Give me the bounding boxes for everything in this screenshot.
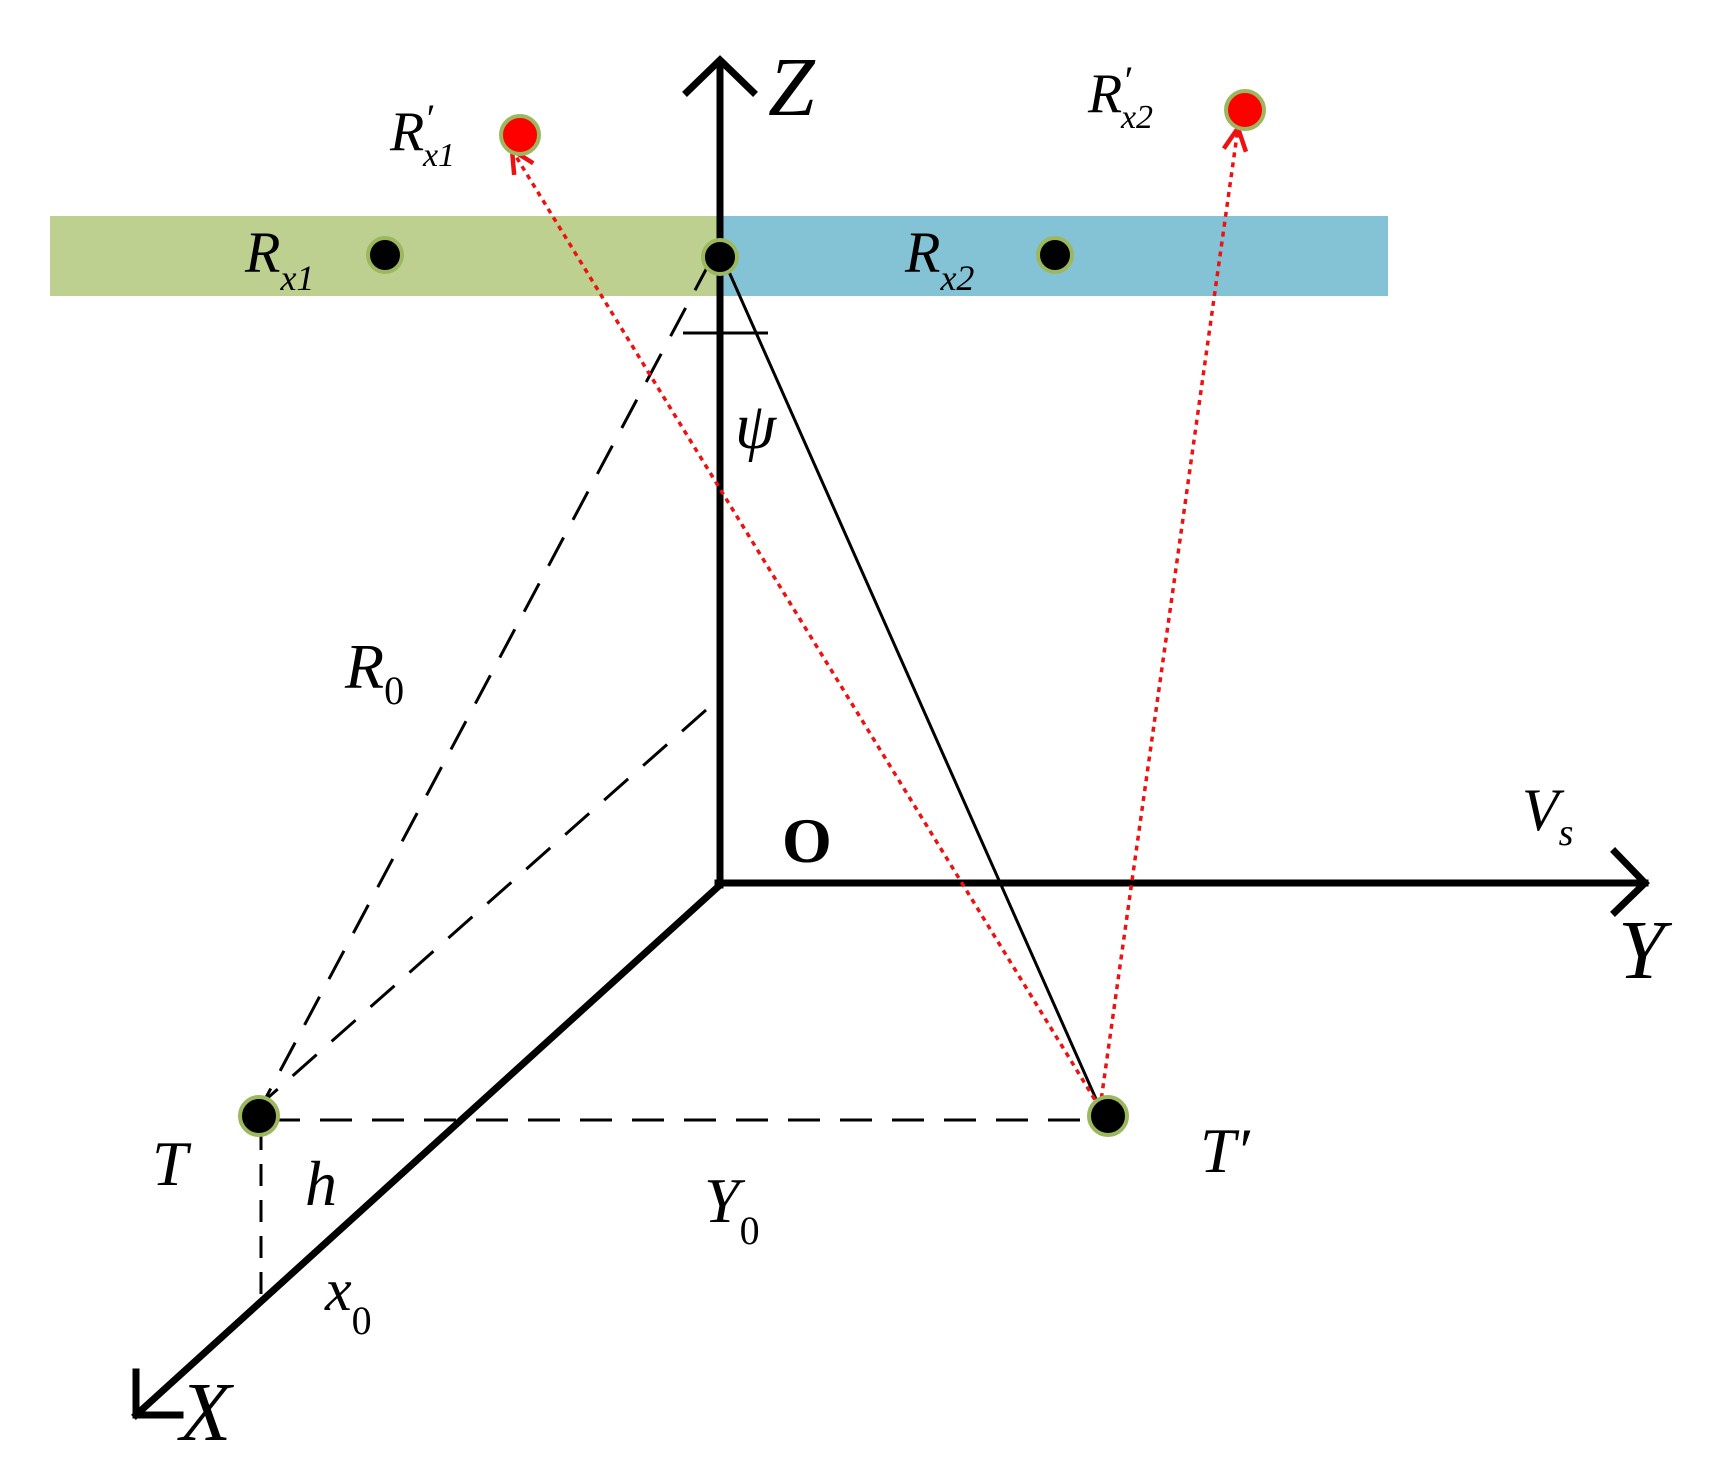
axes xyxy=(131,55,1650,1420)
point-rx1 xyxy=(366,236,404,274)
z-axis-arrowhead xyxy=(682,55,758,97)
point-rx2p xyxy=(1224,89,1266,131)
label-velocity: Vs xyxy=(1522,777,1573,854)
label-rx1p: R′x1 xyxy=(389,96,455,174)
label-rx1: Rx1 xyxy=(244,220,314,298)
label-rx1p-main: R xyxy=(389,101,424,163)
label-r0-sub: 0 xyxy=(384,668,404,713)
label-rx2-sub: x2 xyxy=(939,258,974,298)
dashed-r0-line xyxy=(260,261,712,1106)
point-tprime xyxy=(1087,1095,1129,1137)
dashed-lines xyxy=(259,261,1090,1298)
solid-lines xyxy=(683,255,1102,1109)
label-rx2p: R′x2 xyxy=(1087,58,1153,136)
points xyxy=(238,89,1266,1137)
label-velocity-sub: s xyxy=(1559,812,1574,854)
labels: Z Y X O Vs Rx1 Rx2 R′x1 R′x2 ψ R0 T T′ h… xyxy=(152,41,1673,1459)
label-rx2: Rx2 xyxy=(904,220,974,298)
label-x0-sub: 0 xyxy=(352,1298,372,1343)
point-t xyxy=(238,1095,280,1137)
label-rx1p-prime: ′ xyxy=(424,96,434,141)
dotted-paths xyxy=(512,128,1238,1109)
path-tprime-to-rx1p xyxy=(512,150,1102,1109)
point-rx2 xyxy=(1036,236,1074,274)
label-rx1-main: R xyxy=(244,220,280,285)
label-x0: x0 xyxy=(324,1257,372,1343)
label-rx2p-sub: x2 xyxy=(1120,99,1153,136)
point-rx1p xyxy=(499,114,541,156)
label-velocity-main: V xyxy=(1522,777,1565,843)
label-psi: ψ xyxy=(735,390,777,463)
label-rx2p-prime: ′ xyxy=(1122,58,1132,103)
label-y0-main: Y xyxy=(704,1165,746,1236)
dashed-origin-to-t xyxy=(261,708,707,1105)
label-rx1-sub: x1 xyxy=(279,258,314,298)
label-r0: R0 xyxy=(344,631,404,713)
label-z-axis: Z xyxy=(768,41,816,134)
label-r0-main: R xyxy=(344,631,384,702)
label-origin: O xyxy=(782,805,832,876)
label-tprime: T′ xyxy=(1200,1115,1251,1186)
label-x-axis: X xyxy=(177,1366,235,1459)
label-y-axis: Y xyxy=(1618,904,1673,997)
y-axis-arrowhead xyxy=(1610,847,1650,917)
label-x0-main: x xyxy=(324,1257,352,1323)
label-rx2p-main: R xyxy=(1087,63,1122,125)
label-rx1p-sub: x1 xyxy=(422,137,455,174)
path-tprime-to-rx2p xyxy=(1098,128,1238,1109)
label-y0-sub: 0 xyxy=(740,1208,760,1253)
label-rx2-main: R xyxy=(904,220,940,285)
label-y0: Y0 xyxy=(704,1165,760,1253)
point-apex xyxy=(701,238,739,276)
line-apex-to-tprime xyxy=(720,255,1102,1109)
label-t: T xyxy=(152,1128,192,1199)
x-axis-arrowhead xyxy=(132,1368,184,1419)
x-axis-line xyxy=(131,880,725,1420)
label-h: h xyxy=(305,1148,337,1219)
